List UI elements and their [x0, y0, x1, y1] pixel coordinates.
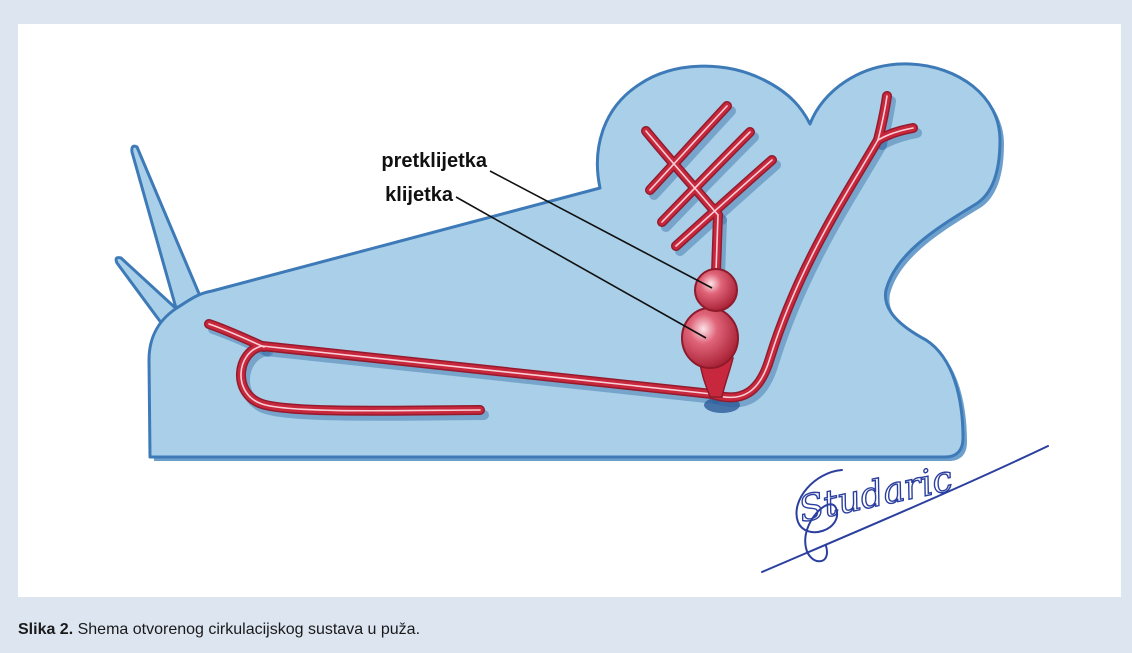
signature-text: Studaric: [795, 458, 956, 530]
caption-number: Slika 2.: [18, 621, 73, 638]
atrium: [695, 269, 737, 311]
caption-text: Shema otvorenog cirkulacijskog sustava u…: [78, 621, 420, 638]
ventricle: [682, 308, 738, 368]
illustrator-signature: Studaric: [762, 446, 1048, 572]
ventricle-label: klijetka: [385, 184, 454, 206]
atrium-label: pretklijetka: [381, 150, 487, 172]
figure-caption: Slika 2. Shema otvorenog cirkulacijskog …: [18, 621, 420, 639]
snail-body-and-shell: [149, 64, 1000, 457]
